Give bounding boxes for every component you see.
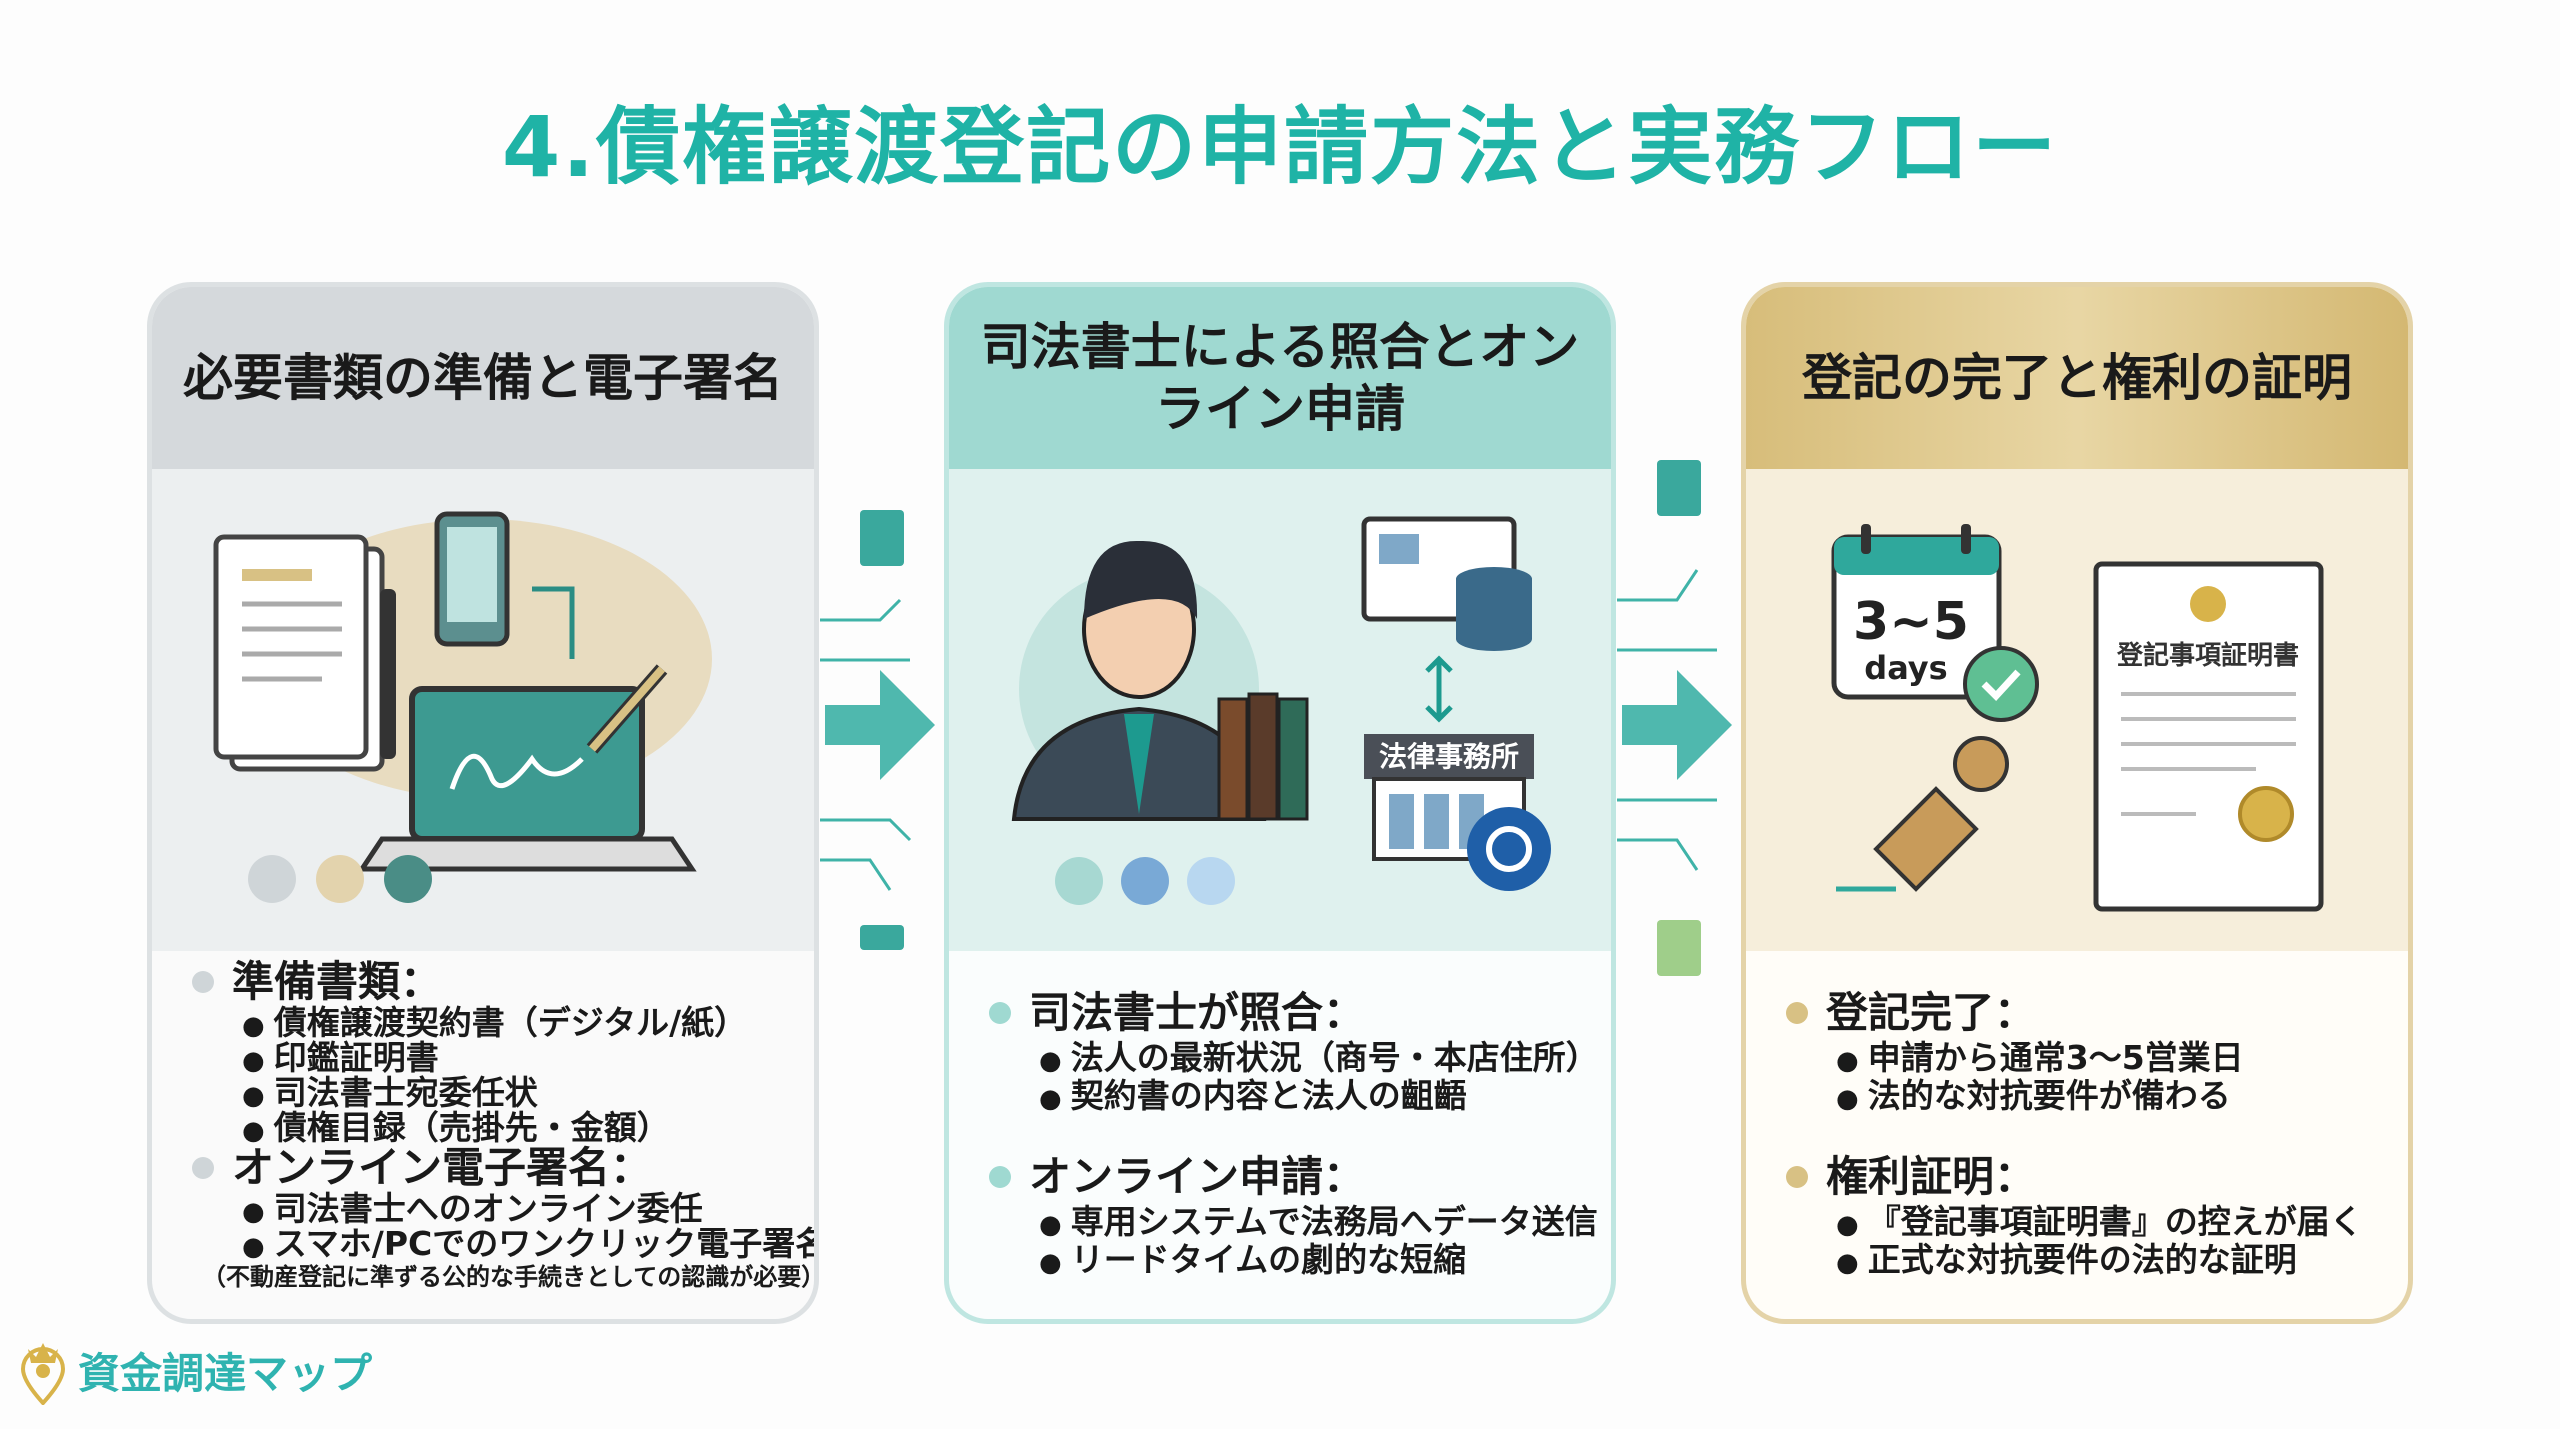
list-item: 債権目録（売掛先・金額） [242,1110,814,1145]
section-heading: オンライン電子署名： [192,1145,814,1191]
section-heading: 司法書士が照合： [989,987,1611,1039]
section-label: 司法書士が照合： [1029,988,1366,1037]
calendar-unit: days [1864,649,1947,687]
section-heading: 権利証明： [1786,1151,2408,1203]
flow-arrow-icon [820,510,935,950]
scrivener-illustration: 法律事務所 [949,469,1611,951]
list-item: 債権譲渡契約書（デジタル/紙） [242,1005,814,1040]
list-item: 正式な対抗要件の法的な証明 [1836,1241,2408,1279]
bullet-dot-icon [1786,1002,1808,1024]
section-label: オンライン電子署名： [232,1143,653,1192]
section-heading: 準備書類： [192,959,814,1005]
panel-header: 登記の完了と権利の証明 [1746,287,2408,469]
list-item: 法人の最新状況（商号・本店住所） [1039,1039,1611,1077]
section-heading: 登記完了： [1786,987,2408,1039]
step-panel-completion: 登記の完了と権利の証明 3~5 days 登記事項証明書 登記完了： 申請から通… [1741,282,2413,1324]
list-item: 契約書の内容と法人の齟齬 [1039,1077,1611,1115]
list-item: 司法書士へのオンライン委任 [242,1191,814,1226]
list-item: 印鑑証明書 [242,1040,814,1075]
note-text: （不動産登記に準ずる公的な手続きとしての認識が必要） [202,1263,819,1291]
documents-signature-illustration [152,469,814,951]
bullet-dot-icon [989,1166,1011,1188]
calendar-range: 3~5 [1853,592,1969,652]
list-item: リードタイムの劇的な短縮 [1039,1241,1611,1279]
section-heading: オンライン申請： [989,1151,1611,1203]
brand-logo[interactable]: 資金調達マップ [18,1335,372,1405]
step-panel-verification: 司法書士による照合とオンライン申請 法律事務所 司法書士が照合： 法人の最新状況… [944,282,1616,1324]
certificate-title: 登記事項証明書 [2116,640,2299,671]
bullet-dot-icon [989,1002,1011,1024]
panel-header: 必要書類の準備と電子署名 [152,287,814,469]
flow-arrow-icon [1617,460,1732,976]
list-item: 専用システムで法務局へデータ送信 [1039,1203,1611,1241]
step-panel-documents: 必要書類の準備と電子署名 準備書類： 債権譲渡契約書（デジタル/紙） 印鑑証明書… [147,282,819,1324]
completion-illustration: 3~5 days 登記事項証明書 [1746,469,2408,951]
panel-header: 司法書士による照合とオンライン申請 [949,287,1611,469]
list-item: 『登記事項証明書』の控えが届く [1836,1203,2408,1241]
section-label: 準備書類： [232,957,443,1006]
list-item: 申請から通常3～5営業日 [1836,1039,2408,1077]
bullet-dot-icon [192,971,214,993]
bullet-dot-icon [1786,1166,1808,1188]
bullet-dot-icon [192,1157,214,1179]
law-office-sign: 法律事務所 [1379,740,1519,773]
page-title: 4.債権譲渡登記の申請方法と実務フロー [501,98,2059,196]
section-label: 権利証明： [1826,1152,2037,1201]
section-label: 登記完了： [1826,988,2037,1037]
list-item: 法的な対抗要件が備わる [1836,1077,2408,1115]
list-item: スマホ/PCでのワンクリック電子署名 [242,1226,814,1261]
section-label: オンライン申請： [1029,1152,1366,1201]
list-item: 司法書士宛委任状 [242,1075,814,1110]
map-pin-crown-icon [20,1343,66,1405]
brand-name: 資金調達マップ [78,1348,373,1398]
